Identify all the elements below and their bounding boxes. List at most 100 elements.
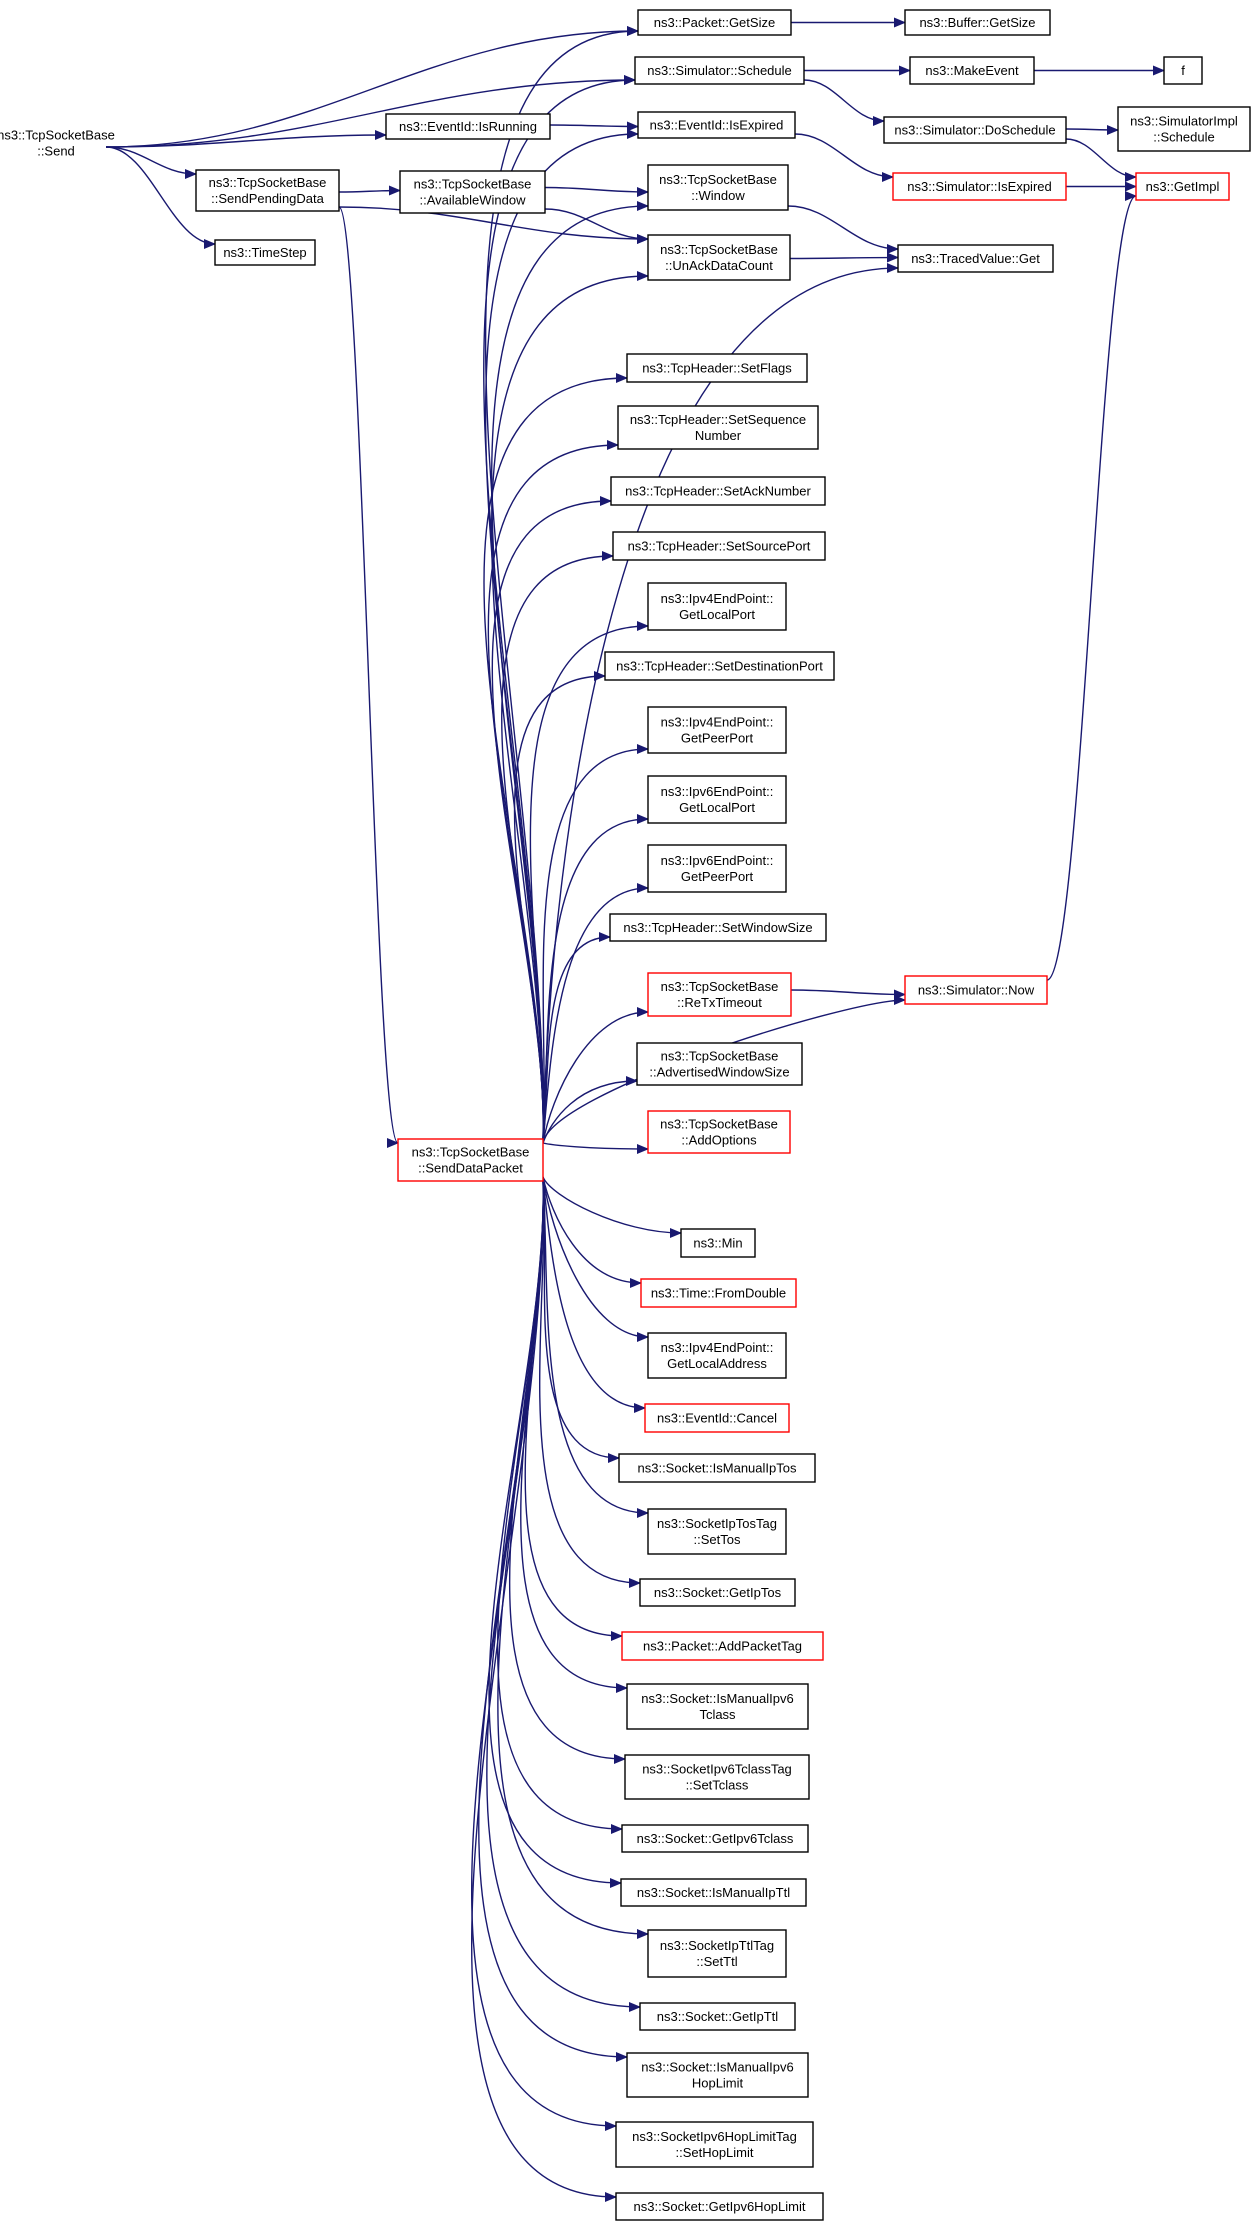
node-doschedule[interactable]: ns3::Simulator::DoSchedule [883, 116, 1067, 144]
node-cancel[interactable]: ns3::EventId::Cancel [644, 1403, 790, 1433]
node-timestep[interactable]: ns3::TimeStep [214, 239, 316, 266]
node-ip4peer[interactable]: ns3::Ipv4EndPoint::GetPeerPort [647, 706, 787, 754]
node-manualttl[interactable]: ns3::Socket::IsManualIpTtl [620, 1878, 807, 1907]
node-label: ns3::Simulator::DoSchedule [894, 123, 1055, 138]
node-label: ns3::SocketIpv6TclassTag [642, 1762, 792, 1777]
node-label: HopLimit [692, 2076, 744, 2091]
node-label: ::ReTxTimeout [677, 995, 762, 1010]
node-box [680, 1228, 756, 1258]
node-box [618, 1453, 816, 1483]
node-label: f [1181, 63, 1185, 78]
node-advwin[interactable]: ns3::TcpSocketBase::AdvertisedWindowSize [636, 1042, 803, 1086]
node-addtag[interactable]: ns3::Packet::AddPacketTag [621, 1631, 824, 1661]
edge-schedule-to-doschedule [803, 79, 885, 126]
node-buffersize[interactable]: ns3::Buffer::GetSize [904, 9, 1051, 36]
node-get6tc[interactable]: ns3::Socket::GetIpv6Tclass [621, 1824, 809, 1853]
node-label: ns3::EventId::Cancel [657, 1411, 777, 1426]
node-isrunning[interactable]: ns3::EventId::IsRunning [385, 113, 551, 140]
node-implschedule[interactable]: ns3::SimulatorImpl::Schedule [1117, 106, 1251, 152]
node-retx[interactable]: ns3::TcpSocketBase::ReTxTimeout [647, 972, 792, 1017]
edge-send-to-isrunning [105, 130, 387, 148]
node-label: ::SetTos [694, 1532, 741, 1547]
node-label: ::SetHopLimit [675, 2145, 753, 2160]
node-getsize[interactable]: ns3::Packet::GetSize [637, 9, 792, 36]
node-schedule[interactable]: ns3::Simulator::Schedule [634, 56, 805, 85]
node-label: ::Send [37, 144, 75, 159]
node-label: Tclass [699, 1707, 736, 1722]
node-label: ns3::TcpHeader::SetWindowSize [623, 920, 812, 935]
node-label: ns3::TcpSocketBase [661, 1049, 779, 1064]
node-ip6peer[interactable]: ns3::Ipv6EndPoint::GetPeerPort [647, 844, 787, 893]
node-addopt[interactable]: ns3::TcpSocketBase::AddOptions [647, 1110, 791, 1154]
edge-senddata-to-addopt [542, 1142, 649, 1154]
node-box [621, 1824, 809, 1853]
node-label: ::AddOptions [681, 1133, 757, 1148]
node-label: GetPeerPort [681, 731, 754, 746]
node-unack[interactable]: ns3::TcpSocketBase::UnAckDataCount [647, 234, 791, 281]
nodes-layer: ns3::TcpSocketBase::Sendns3::TcpSocketBa… [0, 9, 1251, 2221]
node-label: ::UnAckDataCount [665, 258, 773, 273]
node-label: ::AvailableWindow [420, 193, 527, 208]
node-getttl[interactable]: ns3::Socket::GetIpTtl [639, 2002, 796, 2031]
node-label: ns3::Simulator::Schedule [647, 63, 792, 78]
node-setflags[interactable]: ns3::TcpHeader::SetFlags [626, 353, 808, 383]
node-getiptos[interactable]: ns3::Socket::GetIpTos [639, 1578, 796, 1607]
node-makeevent[interactable]: ns3::MakeEvent [909, 56, 1035, 85]
node-setack[interactable]: ns3::TcpHeader::SetAckNumber [610, 476, 826, 506]
node-senddata[interactable]: ns3::TcpSocketBase::SendDataPacket [397, 1138, 544, 1182]
node-availwin[interactable]: ns3::TcpSocketBase::AvailableWindow [399, 170, 546, 214]
node-label: ns3::Socket::GetIpTtl [657, 2009, 778, 2024]
node-min[interactable]: ns3::Min [680, 1228, 756, 1258]
node-ip6local[interactable]: ns3::Ipv6EndPoint::GetLocalPort [647, 775, 787, 824]
node-box [647, 775, 787, 824]
node-box [883, 116, 1067, 144]
node-box [909, 56, 1035, 85]
node-label: ::SetTclass [686, 1778, 749, 1793]
node-label: ns3::TcpSocketBase [209, 175, 327, 190]
node-box [397, 1138, 544, 1182]
node-label: ns3::TcpSocketBase [659, 172, 777, 187]
node-label: ns3::TcpSocketBase [661, 979, 779, 994]
node-setwin[interactable]: ns3::TcpHeader::SetWindowSize [609, 913, 827, 942]
node-box [609, 913, 827, 942]
node-box [644, 1403, 790, 1433]
node-isexpired[interactable]: ns3::EventId::IsExpired [637, 111, 796, 139]
node-box [647, 1929, 787, 1978]
node-sendpending[interactable]: ns3::TcpSocketBase::SendPendingData [195, 169, 340, 212]
node-label: ns3::Ipv4EndPoint:: [661, 1340, 774, 1355]
node-fromdouble[interactable]: ns3::Time::FromDouble [640, 1278, 797, 1308]
node-manualtos[interactable]: ns3::Socket::IsManualIpTos [618, 1453, 816, 1483]
node-label: ns3::Socket::IsManualIpv6 [641, 1691, 793, 1706]
node-simisexpired[interactable]: ns3::Simulator::IsExpired [892, 172, 1067, 201]
node-label: ns3::TimeStep [223, 245, 306, 260]
node-send[interactable]: ns3::TcpSocketBase::Send [0, 128, 115, 159]
node-setsrc[interactable]: ns3::TcpHeader::SetSourcePort [612, 531, 826, 561]
node-get6hl[interactable]: ns3::Socket::GetIpv6HopLimit [615, 2192, 824, 2221]
edge-send-to-schedule [105, 75, 636, 148]
node-sethl[interactable]: ns3::SocketIpv6HopLimitTag::SetHopLimit [615, 2121, 814, 2168]
node-getimpl[interactable]: ns3::GetImpl [1135, 172, 1230, 201]
node-window[interactable]: ns3::TcpSocketBase::Window [647, 164, 789, 211]
node-settclass[interactable]: ns3::SocketIpv6TclassTag::SetTclass [624, 1754, 810, 1800]
node-f[interactable]: f [1163, 56, 1203, 85]
edge-senddata-to-setack [491, 496, 612, 1144]
node-now[interactable]: ns3::Simulator::Now [904, 975, 1048, 1005]
node-ip4local[interactable]: ns3::Ipv4EndPoint::GetLocalPort [647, 582, 787, 631]
node-setttl[interactable]: ns3::SocketIpTtlTag::SetTtl [647, 1929, 787, 1978]
node-setdst[interactable]: ns3::TcpHeader::SetDestinationPort [604, 651, 835, 681]
node-ip4addr[interactable]: ns3::Ipv4EndPoint::GetLocalAddress [647, 1332, 787, 1379]
node-label: ns3::TcpHeader::SetDestinationPort [616, 659, 823, 674]
node-settos[interactable]: ns3::SocketIpTosTag::SetTos [647, 1508, 787, 1555]
node-box [647, 582, 787, 631]
edges-layer [105, 17, 1165, 2202]
node-label: ns3::TcpHeader::SetFlags [642, 361, 792, 376]
node-tracedget[interactable]: ns3::TracedValue::Get [897, 244, 1054, 273]
node-box [636, 1042, 803, 1086]
node-box [639, 2002, 796, 2031]
node-box [621, 1631, 824, 1661]
edge-unack-to-tracedget [789, 252, 899, 263]
node-box [904, 9, 1051, 36]
